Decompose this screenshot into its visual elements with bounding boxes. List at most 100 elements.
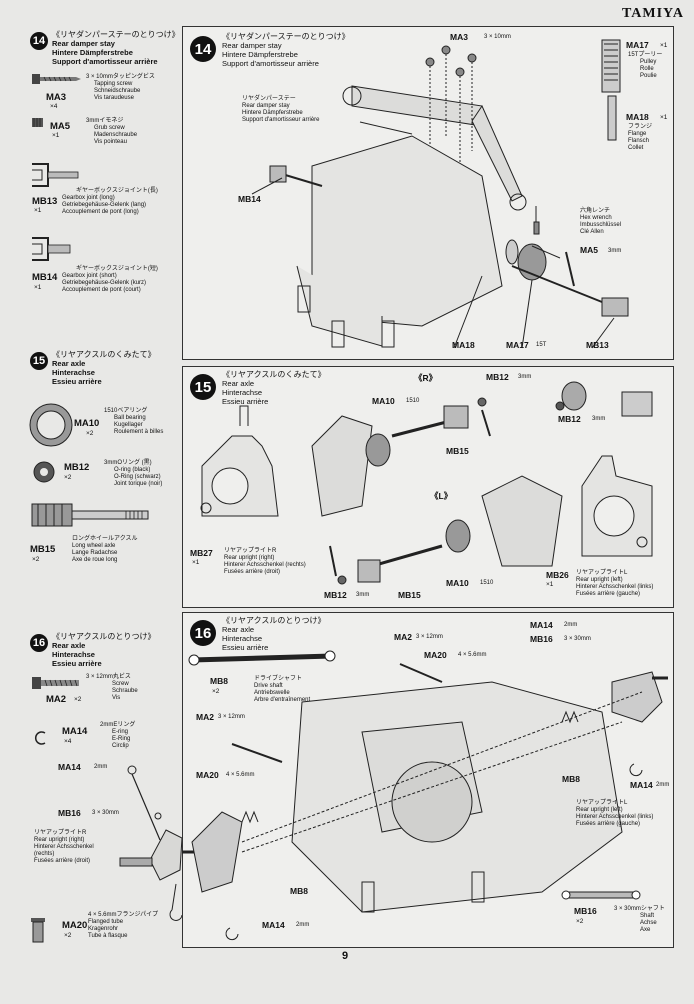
- step-16-left-en: Rear axle: [52, 641, 86, 650]
- p14-b-15t: 15T: [536, 342, 547, 348]
- p16-ds-desc: ドライブシャフト Drive shaft Antriebswelle Arbre…: [254, 676, 310, 704]
- o-ring-icon: [33, 461, 55, 483]
- mb15-d3: Axe de roue long: [72, 557, 118, 563]
- ma5-desc: 3mmイモネジ Grub screw Madenschraube Vis poi…: [86, 118, 137, 146]
- step-15-left-en: Rear axle: [52, 359, 86, 368]
- p15-1510b: 1510: [480, 580, 494, 586]
- ma3-qty: ×4: [50, 103, 58, 110]
- ma14-callout: MA14: [58, 762, 81, 772]
- ma5-d3: Vis pointeau: [94, 139, 127, 145]
- p16-mb8b: MB8: [290, 886, 308, 896]
- p15-ul-desc: リヤアップライトL Rear upright (left) Hinterer A…: [576, 570, 653, 598]
- p14-hex-d3: Clé Allen: [580, 229, 604, 235]
- p14-hex-desc: 六角レンチ Hex wrench Imbusschlüssel Clé Alle…: [580, 208, 621, 236]
- step-16-badge: 16: [30, 634, 48, 652]
- p15-1510a: 1510: [406, 398, 420, 404]
- p15-mm3c: 3mm: [356, 592, 370, 598]
- p15-fr: Essieu arrière: [222, 397, 269, 406]
- p14-ma3-mm: 3 × 10mm: [484, 34, 511, 40]
- p16-sh-d2: Achse: [640, 920, 657, 926]
- p15-l-label: 《L》: [430, 491, 453, 501]
- p16-ma2a: MA2: [394, 632, 412, 642]
- p14-ma18-d3: Collet: [628, 145, 644, 151]
- p14-b-mb13: MB13: [586, 340, 609, 350]
- p14-b-ma17: MA17: [506, 340, 529, 350]
- p15-ur-desc: リヤアップライトR Rear upright (right) Hinterer …: [224, 548, 306, 576]
- p15-ur-d3: Fusées arrière (droit): [224, 569, 281, 575]
- mb15-code: MB15: [30, 544, 56, 555]
- ma2-d3: Vis: [112, 695, 121, 701]
- ma5-d2: Madenschraube: [94, 132, 138, 138]
- p14-hex-d2: Imbusschlüssel: [580, 222, 622, 228]
- p16-ds-d1: Drive shaft: [254, 683, 283, 689]
- mb13-d1: Gearbox joint (long): [62, 195, 115, 201]
- p16-sh-d1: Shaft: [640, 913, 655, 919]
- p15-mb26: MB26: [546, 570, 569, 580]
- p14-ma17-d1: Pulley: [640, 59, 657, 65]
- upright-r-d2: Hinterer Achsschenkel: [34, 844, 94, 850]
- screw-icon: [32, 677, 79, 689]
- p16-ma20a: MA20: [424, 650, 447, 660]
- ma10-code: MA10: [74, 418, 100, 429]
- mb15-qty: ×2: [32, 556, 40, 563]
- p14-de: Hintere Dämpferstrebe: [222, 50, 298, 59]
- p15-ul-jp: リヤアップライトL: [576, 570, 628, 576]
- p16-ma20b-mm: 4 × 5.6mm: [226, 772, 255, 778]
- mb13-d3: Accouplement de pont (long): [62, 209, 139, 215]
- step-15-left-header: 《リヤアクスルのくみたて》 Rear axle Hinterachse Essi…: [52, 350, 156, 386]
- p14-ma17-qty: ×1: [660, 42, 668, 49]
- step-16-left-header: 《リヤアクスルのとりつけ》 Rear axle Hinterachse Essi…: [52, 632, 155, 668]
- p15-ma10b: MA10: [446, 578, 469, 588]
- p16-mb8: MB8: [210, 676, 228, 686]
- step-14-panel-badge: 14: [190, 36, 216, 62]
- step-16-panel-header: 《リヤアクスルのとりつけ》 Rear axle Hinterachse Essi…: [222, 616, 325, 652]
- long-wheel-axle-icon: [31, 503, 149, 527]
- p14-ma18-jp: フランジ: [628, 124, 653, 130]
- p16-ul-jp: リヤアップライトL: [576, 800, 628, 806]
- ma14-d3: Circlip: [112, 743, 129, 749]
- p16-de: Hinterachse: [222, 634, 263, 643]
- brand-logo: TAMIYA: [621, 6, 684, 21]
- p16-jp: 《リヤアクスルのとりつけ》: [222, 616, 326, 625]
- p16-ma2b-mm: 3 × 12mm: [218, 714, 245, 720]
- ma2-d1: Screw: [112, 681, 129, 687]
- rear-axle-assembly-diagram: [200, 381, 653, 585]
- step-16-left-fr: Essieu arrière: [52, 659, 102, 668]
- p16-fr: Essieu arrière: [222, 643, 269, 652]
- p16-sh-d3: Axe: [640, 927, 651, 933]
- p16-ma14a: MA14: [530, 620, 553, 630]
- mb13-desc: ギヤーボックスジョイント(長) Gearbox joint (long) Get…: [62, 188, 158, 216]
- p14-stay-de: Hintere Dämpferstrebe: [242, 110, 303, 116]
- ma20-d3: Tube à flasque: [88, 933, 128, 939]
- p15-en: Rear axle: [222, 379, 255, 388]
- ma20-d2: Kragenrohr: [88, 926, 119, 932]
- e-ring-icon: [35, 731, 46, 745]
- rear-axle-mounting-diagram: [182, 650, 668, 941]
- p14-ma5: MA5: [580, 245, 598, 255]
- p15-mb27-qty: ×1: [192, 559, 200, 566]
- ma20-d1: Flanged tube: [88, 919, 124, 925]
- mb15-desc: ロングホイールアクスル Long wheel axle Lange Radach…: [72, 536, 138, 564]
- ma5-d1: Grub screw: [94, 125, 125, 131]
- gearbox-joint-short-icon: [32, 237, 71, 261]
- p14-jp: 《リヤダンパーステーのとりつけ》: [222, 32, 350, 41]
- step-15-panel-badge: 15: [190, 374, 216, 400]
- step-16-panel-badge: 16: [190, 620, 216, 646]
- p15-ma10a: MA10: [372, 396, 395, 406]
- ma10-d1: Ball bearing: [114, 415, 146, 421]
- p14-mb14: MB14: [238, 194, 261, 204]
- mb14-desc: ギヤーボックスジョイント(短) Gearbox joint (short) Ge…: [62, 266, 158, 294]
- ma3-d2: Schneidschraube: [94, 88, 141, 94]
- ma5-title: 3mmイモネジ: [86, 118, 124, 124]
- mb12-code: MB12: [64, 462, 90, 473]
- step-15-left-fr: Essieu arrière: [52, 377, 102, 386]
- p15-ul-d3: Fusées arrière (gauche): [576, 591, 641, 597]
- step-16-left-jp: 《リヤアクスルのとりつけ》: [52, 632, 156, 641]
- mb16-callout-mm: 3 × 30mm: [92, 810, 119, 816]
- grub-screw-icon: [32, 118, 43, 127]
- ma2-d2: Schraube: [112, 688, 138, 694]
- ma14-desc: 2mmEリング E-ring E-Ring Circlip: [100, 722, 135, 750]
- ma14-title: 2mmEリング: [100, 722, 136, 728]
- mb12-d3: Joint torique (noir): [114, 481, 163, 487]
- p16-ul-d3: Fusées arrière (gauche): [576, 821, 641, 827]
